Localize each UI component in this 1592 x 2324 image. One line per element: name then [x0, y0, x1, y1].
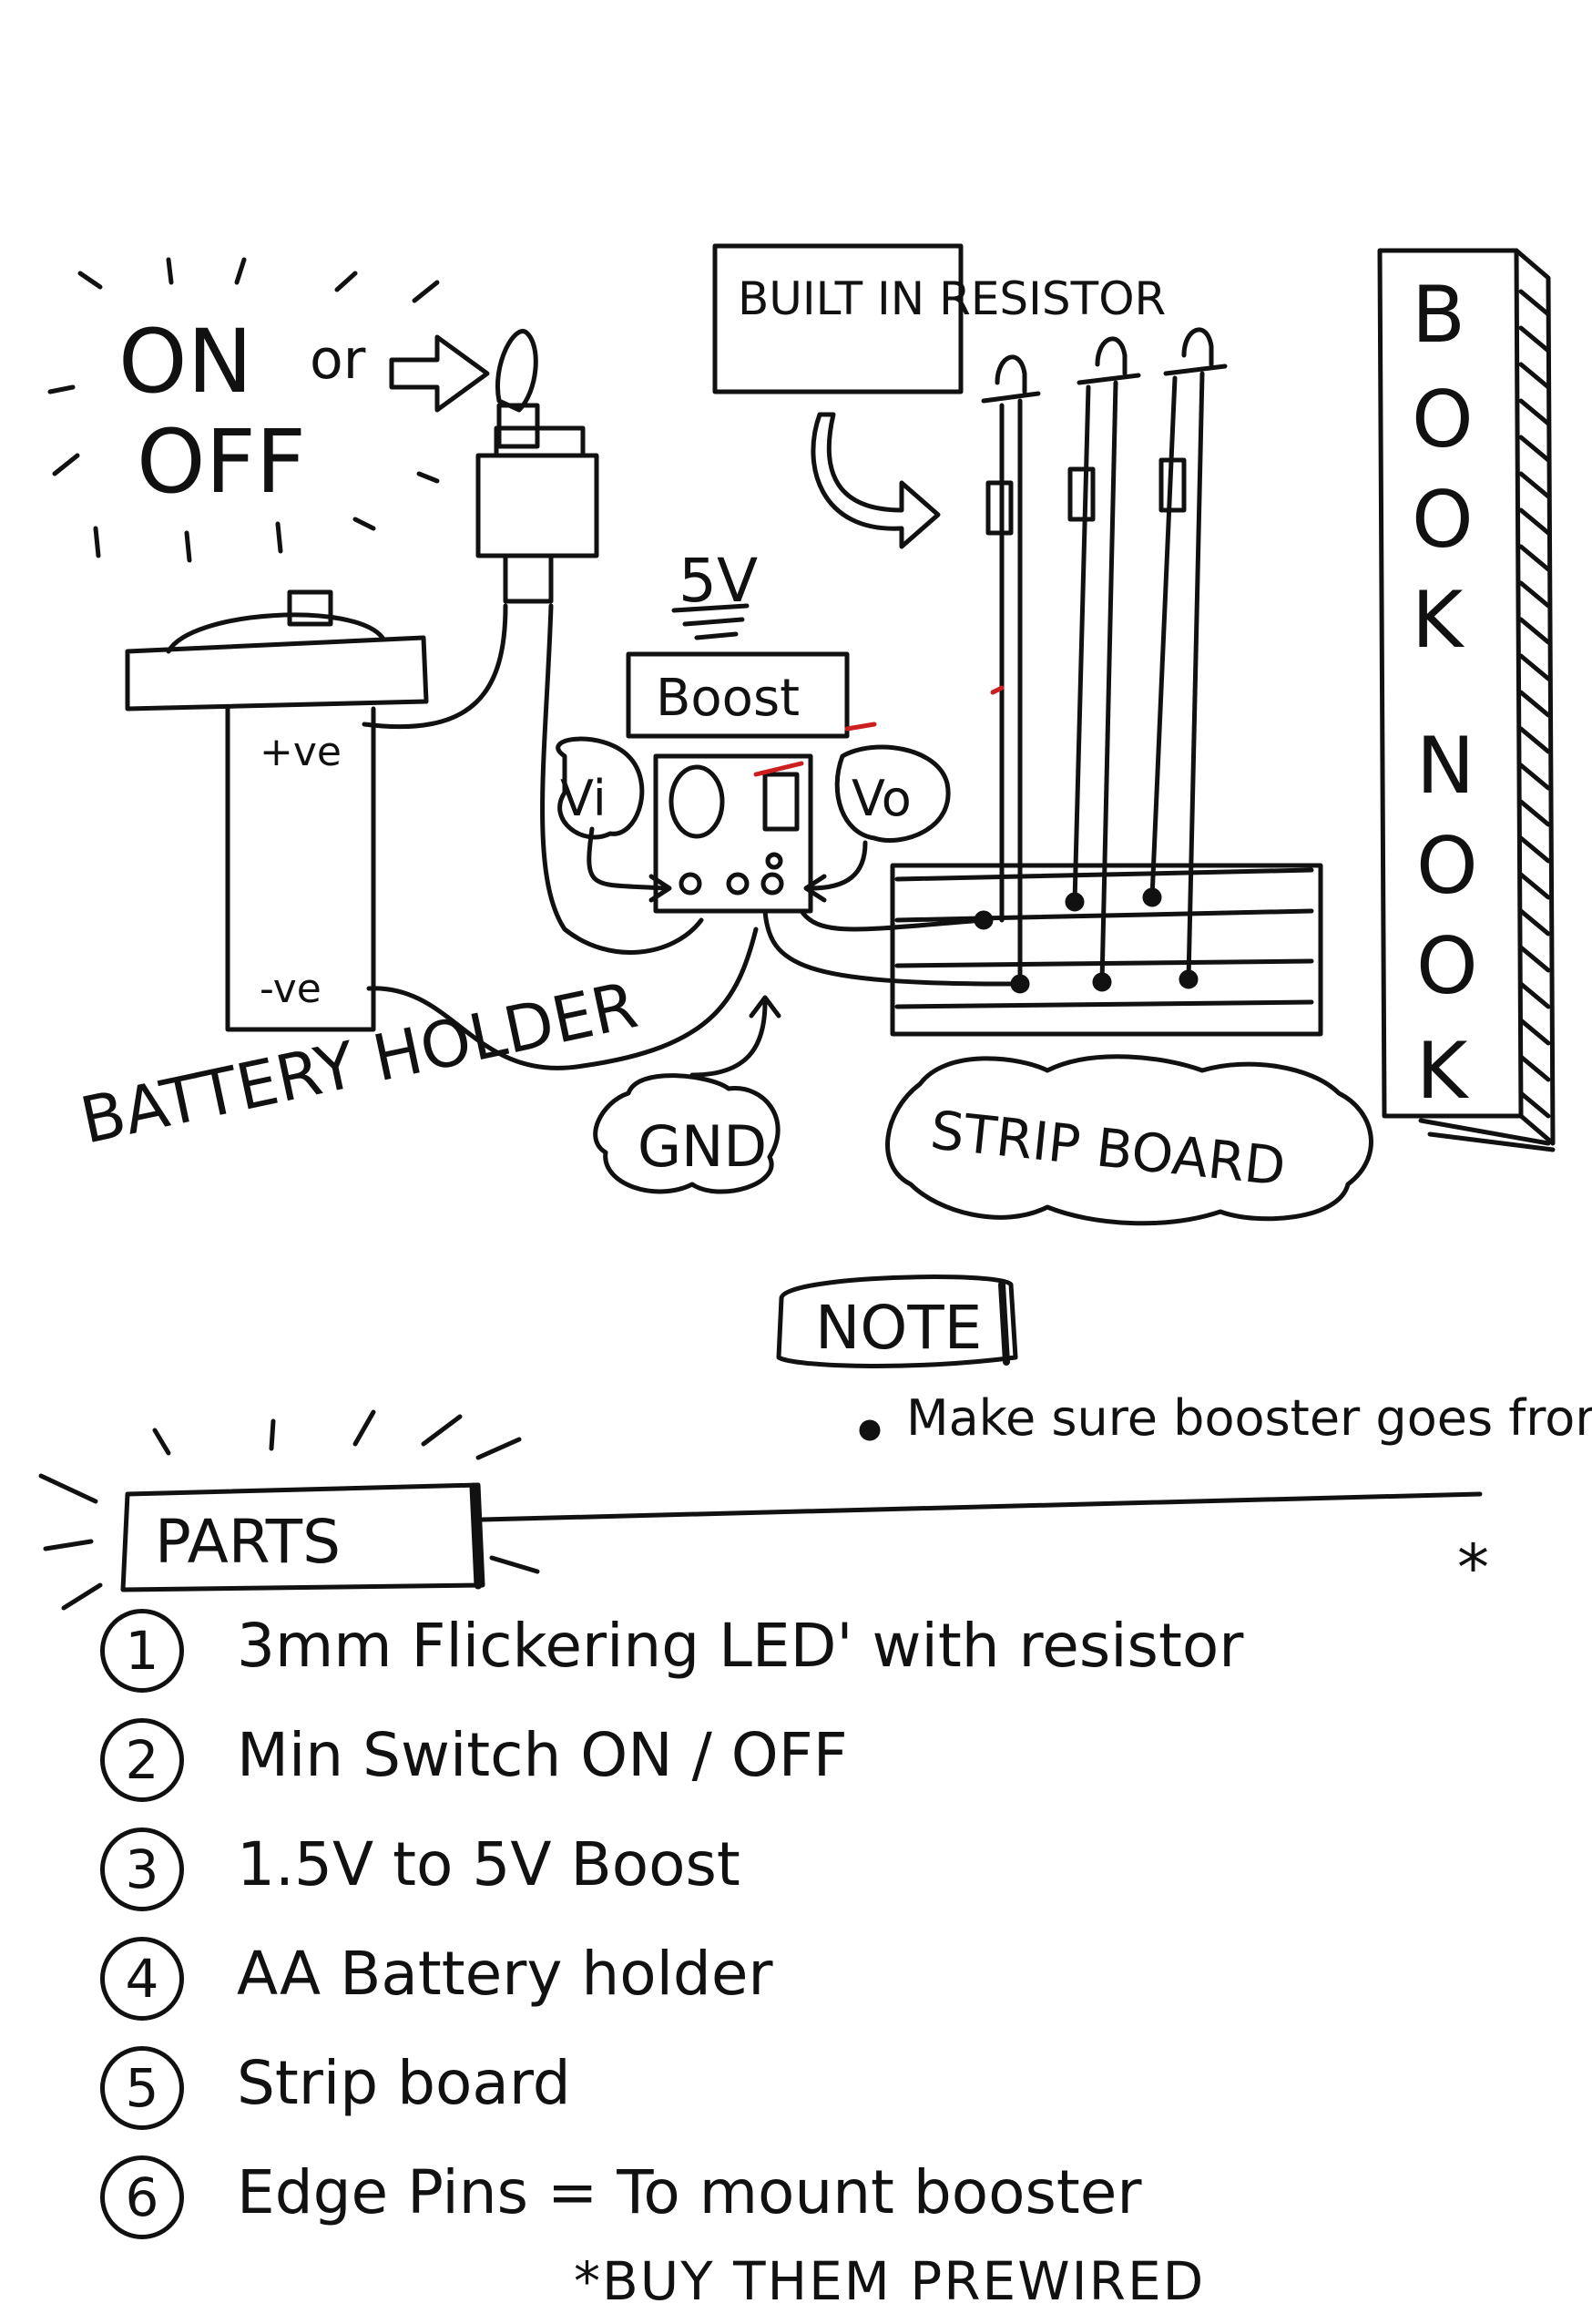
parts-asterisk: *	[1457, 1531, 1489, 1605]
svg-text:O: O	[1412, 475, 1474, 566]
book-nook-icon	[1377, 248, 1556, 1152]
svg-text:K: K	[1416, 1026, 1470, 1117]
toggle-switch-icon	[475, 329, 599, 604]
arrow-right-icon	[389, 334, 490, 413]
vi-cloud	[556, 736, 645, 840]
red-mark-2	[844, 722, 877, 732]
pos-label: +ve	[260, 729, 342, 775]
parts-list: 1 3mm Flickering LED' with resistor 2 Mi…	[100, 1603, 1521, 2259]
gnd-cloud	[593, 1073, 781, 1194]
bullet-icon	[859, 1419, 881, 1441]
parts-heading: PARTS	[155, 1507, 341, 1577]
part-number: 4	[100, 1937, 184, 2021]
divider-line	[480, 1491, 1483, 1522]
red-mark-3	[990, 685, 1005, 695]
boost-box	[626, 651, 850, 739]
note-heading: NOTE	[815, 1293, 982, 1363]
list-item: 2 Min Switch ON / OFF	[100, 1713, 1521, 1822]
part-number: 1	[100, 1609, 184, 1693]
list-item: 4 AA Battery holder	[100, 1931, 1521, 2041]
parts-box-edge	[469, 1482, 483, 1590]
vi-arrow	[587, 826, 672, 903]
curved-arrow-icon	[811, 412, 941, 549]
footnote: *BUY THEM PREWIRED	[574, 2250, 1206, 2312]
part-text: 1.5V to 5V Boost	[237, 1829, 740, 1899]
battery-holder-label: BATTERY HOLDER	[74, 967, 643, 1158]
gnd-arrow	[689, 995, 781, 1078]
note-box-edge	[998, 1281, 1010, 1366]
neg-label: -ve	[260, 966, 321, 1012]
boost-label: Boost	[656, 669, 800, 728]
led-icon	[981, 354, 1041, 987]
on-label: ON	[118, 311, 252, 413]
part-text: Strip board	[237, 2048, 571, 2118]
voltage-underline	[671, 603, 750, 640]
strip-board-icon	[890, 863, 1323, 1037]
led-icon	[1067, 336, 1141, 985]
gnd-label: GND	[638, 1113, 767, 1180]
wire-switch-to-vi	[540, 603, 704, 955]
red-mark	[753, 761, 804, 777]
list-item: 1 3mm Flickering LED' with resistor	[100, 1603, 1521, 1713]
svg-text:N: N	[1416, 721, 1475, 812]
off-label: OFF	[137, 411, 306, 513]
part-number: 2	[100, 1718, 184, 1802]
parts-box	[120, 1482, 485, 1592]
vi-label: Vi	[560, 770, 607, 827]
svg-text:O: O	[1412, 374, 1474, 466]
builtin-resistor-label: BUILT IN RESISTOR	[738, 272, 1166, 325]
parts-rays	[38, 1409, 540, 1611]
part-text: Edge Pins = To mount booster	[237, 2157, 1142, 2227]
svg-text:K: K	[1412, 575, 1465, 666]
part-text: AA Battery holder	[237, 1939, 773, 2009]
wire-negative	[366, 927, 759, 1070]
svg-text:O: O	[1416, 821, 1478, 912]
svg-text:B: B	[1412, 270, 1465, 361]
booster-pins	[679, 852, 784, 896]
note-box	[776, 1275, 1018, 1368]
list-item: 5 Strip board	[100, 2041, 1521, 2150]
part-number: 6	[100, 2155, 184, 2239]
battery-holder-icon	[125, 589, 429, 1032]
part-number: 3	[100, 1827, 184, 1911]
on-off-rays	[47, 257, 440, 563]
strip-board-label: STRIP BOARD	[928, 1099, 1289, 1198]
book-nook-label: B O O K N O O K	[1412, 270, 1478, 1117]
part-number: 5	[100, 2046, 184, 2130]
part-text: Min Switch ON / OFF	[237, 1720, 848, 1790]
led-icon	[1149, 327, 1228, 982]
wire-gnd-to-strip	[762, 908, 1014, 987]
booster-board	[653, 753, 813, 914]
vo-arrow	[803, 840, 868, 903]
wire-vo-to-strip	[799, 908, 986, 932]
vo-label: Vo	[852, 770, 912, 827]
note-bullet: Make sure booster goes from 0.9V	[906, 1389, 1592, 1447]
builtin-resistor-box	[712, 243, 964, 394]
wire-positive	[362, 603, 508, 730]
vo-cloud	[834, 744, 951, 843]
part-text: 3mm Flickering LED' with resistor	[237, 1611, 1244, 1681]
booster-chip-icon	[762, 772, 800, 832]
list-item: 6 Edge Pins = To mount booster	[100, 2150, 1521, 2259]
booster-coil-icon	[668, 764, 725, 839]
or-label: or	[310, 328, 366, 392]
svg-text:O: O	[1416, 921, 1478, 1012]
list-item: 3 1.5V to 5V Boost	[100, 1822, 1521, 1931]
strip-board-cloud	[885, 1054, 1373, 1226]
